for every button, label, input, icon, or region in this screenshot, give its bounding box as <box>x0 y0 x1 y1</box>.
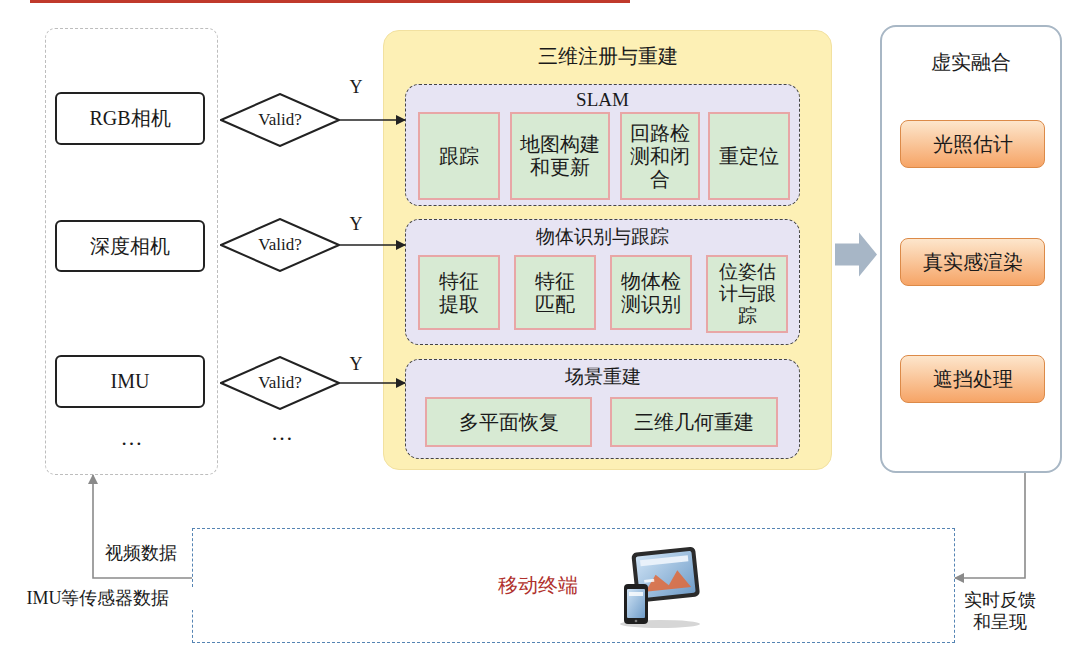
box-label: 三维几何重建 <box>634 411 754 434</box>
box-label: Valid? <box>258 373 301 393</box>
process-box: 位姿估计与跟踪 <box>706 255 788 333</box>
process-box: 特征提取 <box>418 255 500 330</box>
flow-arrow <box>340 244 405 246</box>
process-box: 真实感渲染 <box>900 238 1045 286</box>
process-box: 光照估计 <box>900 120 1045 168</box>
process-box: 遮挡处理 <box>900 355 1045 403</box>
box-label: Valid? <box>258 235 301 255</box>
box-label: 深度相机 <box>90 235 170 258</box>
device-panel: 移动终端 <box>192 528 955 643</box>
panel-title: … <box>121 425 143 450</box>
module-panel: 三维注册与重建 SLAM 跟踪 地图构建和更新回路检测和闭合 重定位物体识别与跟踪特征提… <box>383 30 832 470</box>
edge-label: 视频数据 <box>99 543 183 565</box>
sensor-box: IMU <box>55 355 205 408</box>
flow-arrow <box>93 475 192 578</box>
box-label: 真实感渲染 <box>923 251 1023 274</box>
box-label: 物体检测识别 <box>620 270 682 316</box>
edge-label: Y <box>346 214 366 236</box>
group-panel: 场景重建多平面恢复 三维几何重建 <box>405 359 800 459</box>
process-box: 多平面恢复 <box>425 397 592 447</box>
tablet-illustration <box>620 546 700 628</box>
group-panel: 物体识别与跟踪特征提取 特征匹配物体检测识别位姿估计与跟踪 <box>405 219 800 345</box>
box-label: IMU <box>111 370 150 393</box>
decision-diamond: Valid? <box>220 93 340 147</box>
panel-title: 移动终端 <box>498 574 578 597</box>
sensor-panel: … RGB相机深度相机 IMU <box>45 28 218 475</box>
process-box: 特征匹配 <box>514 255 596 330</box>
block-arrow <box>835 233 877 277</box>
box-label: 遮挡处理 <box>933 368 1013 391</box>
process-box: 物体检测识别 <box>610 255 692 330</box>
process-box: 重定位 <box>708 112 790 200</box>
process-box: 三维几何重建 <box>610 397 778 447</box>
box-label: Valid? <box>258 110 301 130</box>
ellipsis-label: … <box>260 420 304 446</box>
process-box: 回路检测和闭合 <box>620 112 700 200</box>
box-label: 重定位 <box>716 145 782 168</box>
sensor-box: 深度相机 <box>55 220 205 272</box>
box-label: 多平面恢复 <box>459 411 559 434</box>
panel-title: 场景重建 <box>565 366 641 388</box>
box-label: 地图构建和更新 <box>518 133 602 179</box>
process-box: 地图构建和更新 <box>510 112 610 200</box>
panel-title: 物体识别与跟踪 <box>536 226 669 248</box>
box-label: 跟踪 <box>426 145 492 168</box>
process-box: 跟踪 <box>418 112 500 200</box>
panel-title: 虚实融合 <box>931 51 1011 74</box>
decision-diamond: Valid? <box>220 356 340 410</box>
sensor-box: RGB相机 <box>55 92 205 145</box>
flow-arrow <box>340 382 405 384</box>
decision-diamond: Valid? <box>220 218 340 272</box>
edge-label: Y <box>346 354 366 376</box>
edge-label: Y <box>346 77 366 99</box>
box-label: RGB相机 <box>89 107 170 130</box>
group-panel: SLAM 跟踪 地图构建和更新回路检测和闭合 重定位 <box>405 84 800 206</box>
panel-title: SLAM <box>576 89 629 111</box>
box-label: 光照估计 <box>933 133 1013 156</box>
edge-label: 实时反馈和呈现 <box>960 590 1040 633</box>
module-panel: 虚实融合光照估计真实感渲染遮挡处理 <box>880 25 1062 473</box>
box-label: 特征匹配 <box>533 270 577 316</box>
box-label: 特征提取 <box>437 270 481 316</box>
box-label: 位姿估计与跟踪 <box>716 261 778 327</box>
flow-arrow <box>955 473 1025 578</box>
panel-title: 三维注册与重建 <box>538 45 678 68</box>
top-rule <box>30 0 630 3</box>
flow-arrow <box>340 119 405 121</box>
box-label: 回路检测和闭合 <box>629 122 691 191</box>
signal-label: IMU等传感器数据 <box>3 588 193 610</box>
